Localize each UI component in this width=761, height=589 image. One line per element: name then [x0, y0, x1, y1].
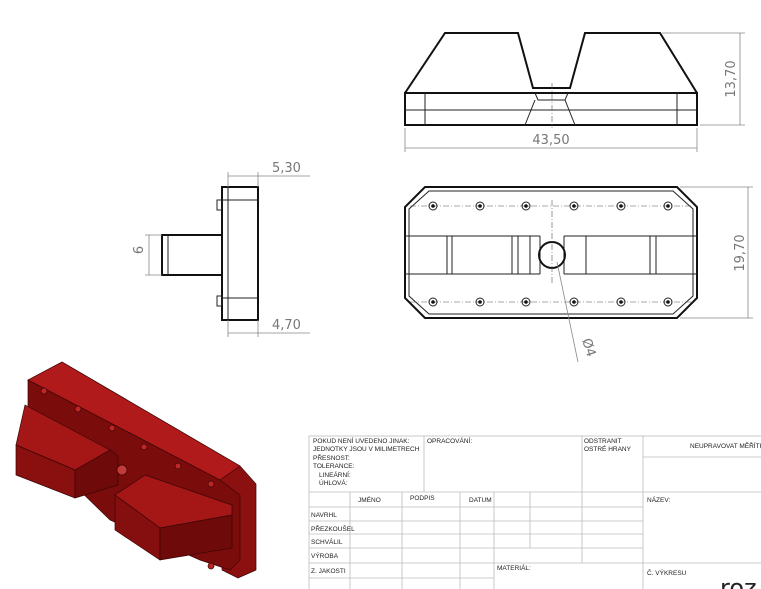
dimension-text: 43,50	[532, 133, 569, 148]
mounting-hole-center	[524, 204, 528, 208]
mounting-hole-center	[478, 204, 482, 208]
dimension-text: 6	[132, 246, 147, 254]
title-block-label: OPRACOVÁNÍ:	[427, 436, 472, 445]
front-view	[404, 32, 698, 128]
title-block-label: PODPIS	[410, 495, 435, 502]
dimension-side: 5,30 4,70 6	[132, 161, 310, 337]
title-block-label: ÚHLOVÁ:	[319, 478, 348, 487]
isometric-model	[15, 361, 257, 579]
mounting-hole	[616, 297, 626, 307]
dimension-front-height: 13,70	[662, 32, 745, 126]
title-block-label: ODSTRANIT	[584, 438, 622, 445]
mounting-hole	[475, 297, 485, 307]
mounting-hole-center	[619, 300, 623, 304]
mounting-hole	[521, 297, 531, 307]
title-block-label: Z. JAKOSTI	[311, 568, 346, 575]
title-block-label: JMÉNO	[358, 495, 381, 504]
dimension-top-height: 19,70	[680, 186, 753, 319]
title-block-text: POKUD NENÍ UVEDENO JINAK: JEDNOTKY JSOU …	[311, 436, 761, 589]
dimension-text: 5,30	[272, 161, 301, 176]
mounting-hole	[521, 201, 531, 211]
title-block-label: NÁZEV:	[647, 495, 670, 504]
mounting-hole-center	[431, 300, 435, 304]
dimension-front-width: 43,50	[404, 128, 698, 152]
mounting-hole	[616, 201, 626, 211]
mounting-hole	[475, 201, 485, 211]
dimension-text: Ø4	[578, 337, 598, 359]
title-block	[308, 435, 761, 589]
mounting-hole-center	[478, 300, 482, 304]
mounting-hole	[569, 201, 579, 211]
title-block-label: PŘEZKOUŠEL	[311, 524, 355, 533]
title-block-label: Č. VÝKRESU	[647, 568, 687, 577]
mounting-hole	[663, 297, 673, 307]
mounting-hole-center	[572, 300, 576, 304]
title-block-label: LINEÁRNÍ:	[319, 470, 351, 479]
title-block-label: NEUPRAVOVAT MĚŘÍTKO	[690, 441, 761, 450]
title-block-label: POKUD NENÍ UVEDENO JINAK:	[313, 436, 410, 445]
mounting-hole	[428, 297, 438, 307]
drawing-number-partial: roz	[720, 574, 757, 589]
title-block-label: NAVRHL	[311, 512, 337, 519]
mounting-hole-center	[619, 204, 623, 208]
title-block-label: PŘESNOST:	[313, 453, 350, 462]
mounting-hole-center	[431, 204, 435, 208]
title-block-label: TOLERANCE:	[313, 463, 355, 470]
title-block-label: MATERIÁL:	[497, 563, 531, 572]
mounting-hole-center	[666, 204, 670, 208]
side-view	[161, 186, 259, 321]
title-block-label: JEDNOTKY JSOU V MILIMETRECH	[313, 446, 420, 453]
dimension-text: 19,70	[733, 234, 748, 271]
mounting-hole-center	[666, 300, 670, 304]
top-view	[404, 186, 698, 319]
mounting-hole	[663, 201, 673, 211]
mounting-hole	[569, 297, 579, 307]
dimension-hole-diameter: Ø4	[556, 261, 598, 363]
title-block-label: SCHVÁLIL	[311, 537, 343, 546]
dimension-text: 13,70	[724, 60, 739, 97]
title-block-label: VÝROBA	[311, 551, 339, 560]
mounting-hole-center	[572, 204, 576, 208]
mounting-hole	[428, 201, 438, 211]
title-block-label: OSTRÉ HRANY	[584, 444, 632, 453]
mounting-hole-center	[524, 300, 528, 304]
title-block-label: DATUM	[469, 497, 492, 504]
dimension-text: 4,70	[272, 318, 301, 333]
